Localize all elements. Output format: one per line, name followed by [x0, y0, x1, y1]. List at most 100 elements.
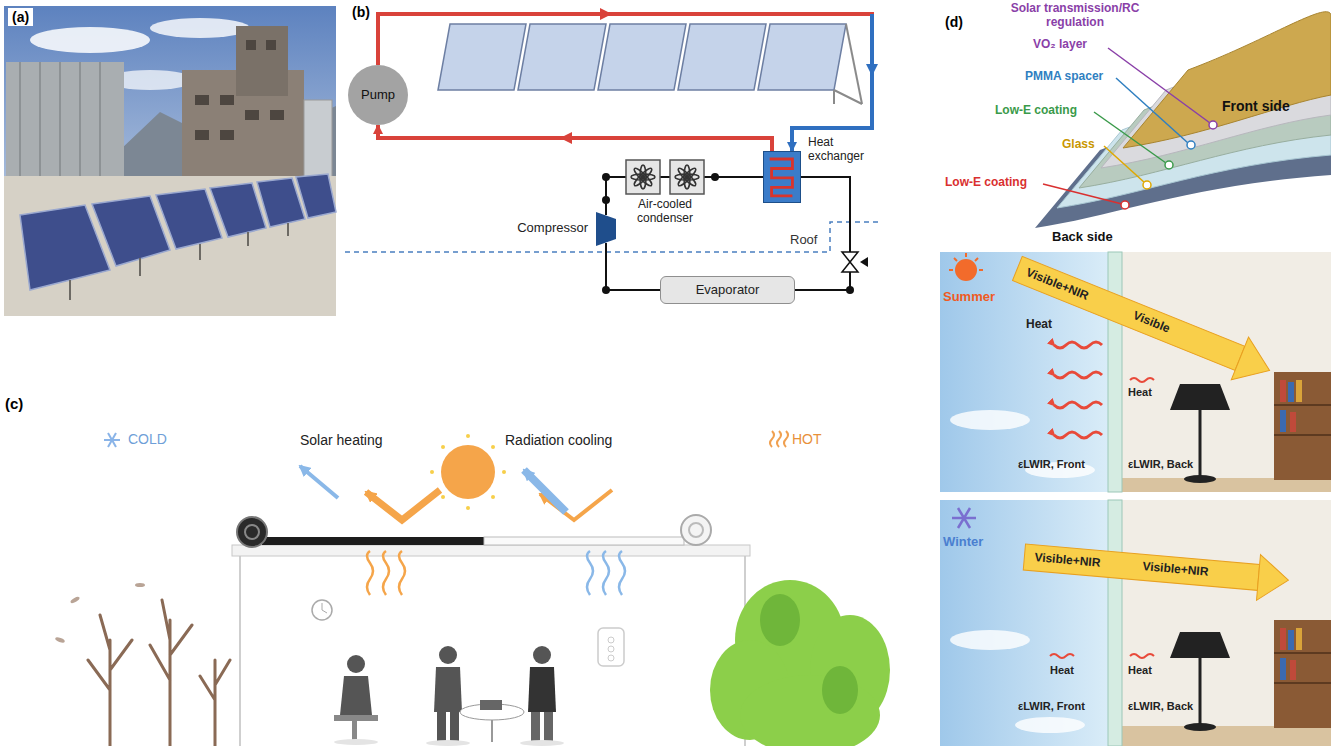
winter-scene [940, 500, 1108, 746]
season-label: Summer [943, 290, 995, 305]
pipe-connector [378, 14, 872, 151]
building-scene [334, 715, 378, 721]
building-scene [587, 551, 625, 595]
layer-label: Low-E coating [995, 104, 1077, 118]
loop-junction [602, 173, 610, 181]
fan-hub [685, 175, 690, 180]
building-scene [367, 551, 405, 595]
building-scene [528, 667, 556, 712]
building-scene [367, 551, 373, 595]
building-scene [88, 600, 230, 746]
node-label: Air-cooled condenser [622, 198, 708, 226]
summer-scene [1054, 402, 1102, 408]
summer-scene [1170, 384, 1230, 410]
photo-scene [210, 183, 266, 237]
summer-scene [979, 269, 983, 271]
panel-letter: (b) [352, 4, 370, 20]
building-scene [434, 667, 462, 712]
emissivity-label: εLWIR, Back [1128, 458, 1193, 471]
solar-collector-array [438, 24, 526, 90]
building-scene [55, 583, 145, 644]
cold-label: COLD [128, 431, 167, 447]
pipe-line [378, 14, 872, 151]
building-scene [399, 551, 405, 595]
building-scene [262, 537, 484, 545]
solar-collector-array [834, 90, 862, 104]
evaporator-box: Evaporator [660, 276, 795, 304]
heat-label: Heat [1050, 664, 1074, 677]
flow-arrow [560, 132, 572, 144]
summer-scene [1130, 378, 1154, 382]
photo-scene [139, 258, 141, 276]
summer-scene [1013, 256, 1245, 370]
light-label: Visible+NIR [1034, 551, 1101, 571]
layer-label: Low-E coating [945, 176, 1027, 190]
pipe-connector [606, 177, 626, 215]
photo-scene [69, 280, 71, 300]
building-scene [480, 700, 502, 710]
summer-scene [1122, 478, 1331, 492]
building-scene [484, 537, 684, 545]
layered-film [1043, 184, 1122, 204]
winter-scene [1022, 534, 1290, 603]
mode-label: Solar heating [300, 432, 383, 448]
building-scene [383, 551, 389, 595]
building-scene [598, 628, 624, 666]
building-scene [352, 721, 357, 741]
winter-scene [1108, 500, 1122, 746]
expansion-valve [842, 252, 868, 272]
building-scene [430, 470, 434, 474]
summer-scene [975, 258, 978, 261]
building-scene [619, 551, 625, 595]
winter-scene [1290, 660, 1296, 680]
summer-scene [1280, 410, 1286, 432]
building-scene [502, 470, 506, 474]
solar-collector-array [833, 90, 835, 104]
photo-scene [39, 62, 41, 180]
heat-label: Heat [1026, 318, 1052, 332]
building-scene [150, 600, 192, 746]
side-label: Back side [1052, 230, 1113, 245]
building-scene [777, 431, 781, 447]
winter-scene [1280, 628, 1286, 650]
pipe-connector [606, 243, 660, 290]
photo-scene [245, 110, 259, 120]
pipe [660, 176, 670, 178]
flow-arrow [866, 64, 878, 76]
building-scene [608, 637, 614, 643]
summer-scene [1054, 372, 1102, 378]
node-label: Evaporator [696, 283, 760, 298]
building-scene [770, 431, 788, 447]
light-label: Visible+NIR [1142, 560, 1209, 580]
summer-scene [1280, 380, 1286, 402]
loop-junction [846, 286, 854, 294]
building-scene [232, 545, 750, 556]
summer-scene [949, 253, 983, 270]
solar-collector-array [846, 24, 862, 104]
layer-label: Solar transmission/RC regulation [990, 2, 1160, 30]
photo-scene [20, 62, 100, 180]
winter-scene [1122, 726, 1331, 746]
photo-scene [287, 223, 289, 236]
summer-scene [949, 269, 953, 271]
building-scene [108, 433, 116, 447]
building-scene [240, 556, 745, 746]
pipe-line [606, 177, 626, 215]
summer-scene [1054, 342, 1102, 348]
layered-film [1165, 161, 1173, 169]
summer-scene [1122, 252, 1331, 492]
photo-scene [92, 196, 170, 266]
fan-blade [640, 165, 646, 189]
layered-film [1123, 12, 1331, 148]
building-scene [245, 525, 259, 539]
compressor-symbol: Compressor [596, 212, 616, 246]
loop-junction [602, 286, 610, 294]
node-label: Pump [361, 88, 395, 103]
building-scene [603, 551, 609, 595]
building-scene [430, 434, 506, 510]
building-scene [239, 556, 241, 746]
winter-scene [1184, 723, 1216, 731]
winter-scene [1122, 500, 1331, 746]
